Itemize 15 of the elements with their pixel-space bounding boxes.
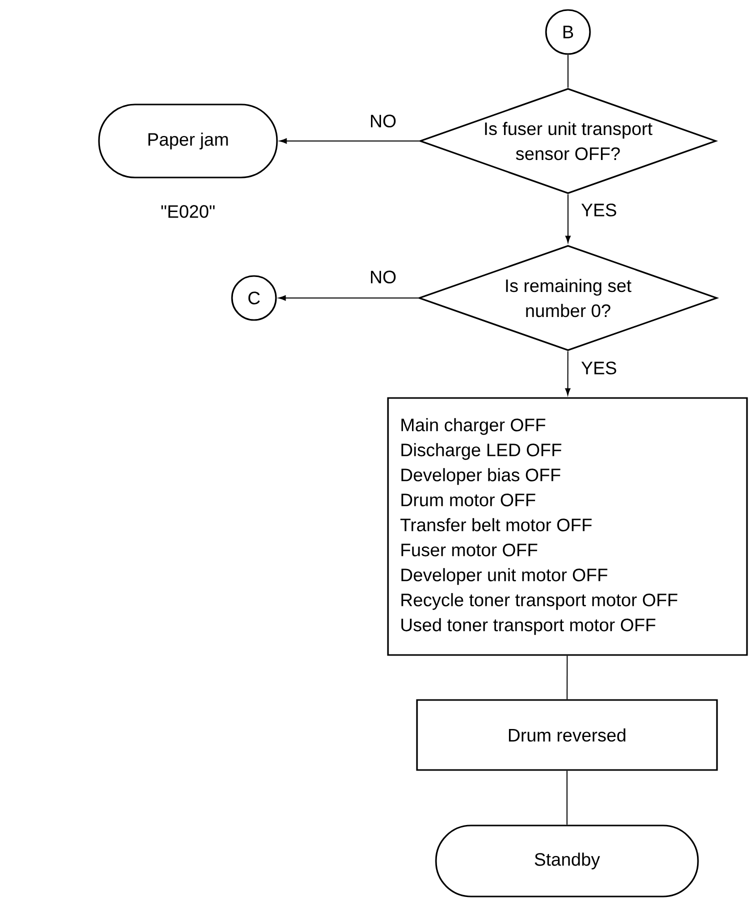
edge-label: YES [580, 360, 618, 376]
process-box: Main charger OFF Discharge LED OFF Developer bias OFF Drum motor OFF Transfer belt motor OFF Fuser motor OFF Developer unit motor OFF Recycle toner transport motor OFF Used toner transport motor OFF [387, 397, 748, 656]
arrow [565, 350, 570, 396]
connector-line [566, 770, 568, 826]
edge-label: YES [580, 202, 618, 218]
edge-label: NO [368, 270, 398, 284]
terminal-box: Standby [435, 824, 699, 898]
connector-line [566, 655, 568, 700]
arrow [280, 138, 420, 144]
process-box: Drum reversed [416, 699, 718, 771]
arrow [278, 295, 419, 301]
code-label: "E020" [161, 205, 215, 218]
edge-label: NO [368, 114, 398, 128]
arrow [565, 194, 571, 243]
terminal-box: Paper jam [98, 104, 278, 178]
